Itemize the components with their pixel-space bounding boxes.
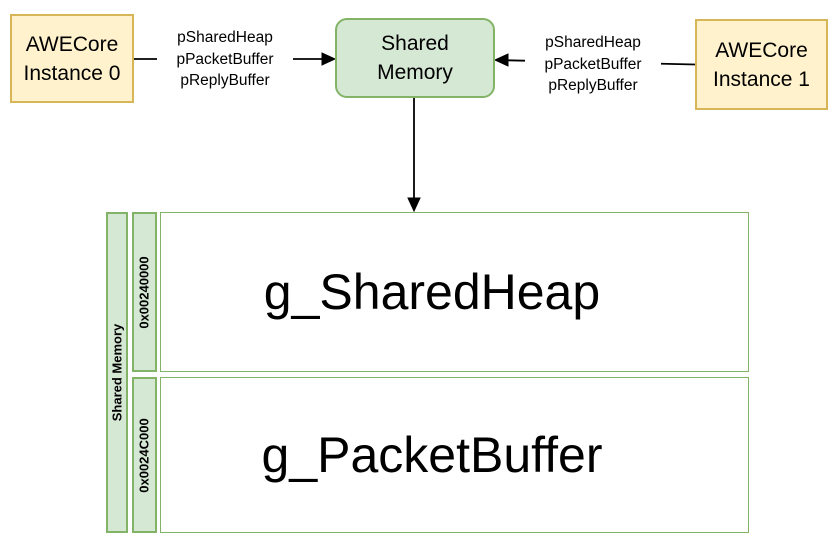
memory-table-address-cell-1: 0x0024C000 bbox=[132, 377, 157, 533]
memory-table-region-name-0: g_SharedHeap bbox=[263, 264, 601, 320]
memory-table-region-cell-0: g_SharedHeap bbox=[160, 212, 749, 372]
memory-table-address-0: 0x00240000 bbox=[137, 255, 152, 329]
node-awecore-instance-0: AWECore Instance 0 bbox=[10, 14, 134, 103]
node-shared-memory-label-line1: Shared bbox=[381, 32, 449, 55]
arrowhead-right-icon bbox=[321, 52, 337, 66]
node-awecore-instance-0-label-line1: AWECore bbox=[25, 32, 119, 56]
memory-table-side-label-cell: Shared Memory bbox=[106, 212, 128, 533]
arrowhead-down-icon bbox=[407, 197, 421, 213]
node-awecore-instance-1-label-line1: AWECore bbox=[715, 38, 808, 62]
memory-table-address-cell-0: 0x00240000 bbox=[132, 212, 157, 372]
edge-label-left-line3: pReplyBuffer bbox=[180, 72, 270, 89]
edge-label-right-line2: pPacketBuffer bbox=[544, 55, 642, 73]
memory-table-side-label: Shared Memory bbox=[109, 323, 125, 422]
edge-label-left-line1: pSharedHeap bbox=[177, 29, 273, 46]
edge-label-right-line1: pSharedHeap bbox=[545, 34, 641, 51]
node-shared-memory-label-line2: Memory bbox=[377, 61, 453, 84]
memory-table-region-name-1: g_PacketBuffer bbox=[261, 427, 603, 483]
edge-label-left-line2: pPacketBuffer bbox=[176, 50, 274, 68]
arrowhead-left-icon bbox=[493, 53, 509, 67]
node-awecore-instance-1-label-line2: Instance 1 bbox=[713, 67, 810, 91]
node-awecore-instance-0-label-line2: Instance 0 bbox=[23, 61, 121, 85]
memory-table-region-cell-1: g_PacketBuffer bbox=[160, 377, 749, 533]
node-awecore-instance-1: AWECore Instance 1 bbox=[695, 19, 828, 110]
edge-label-left: pSharedHeap pPacketBuffer pReplyBuffer bbox=[157, 27, 293, 92]
edge-label-right-line3: pReplyBuffer bbox=[548, 77, 638, 94]
edge-label-right: pSharedHeap pPacketBuffer pReplyBuffer bbox=[525, 32, 661, 97]
node-shared-memory: Shared Memory bbox=[335, 18, 495, 98]
memory-table-address-1: 0x0024C000 bbox=[137, 417, 152, 493]
